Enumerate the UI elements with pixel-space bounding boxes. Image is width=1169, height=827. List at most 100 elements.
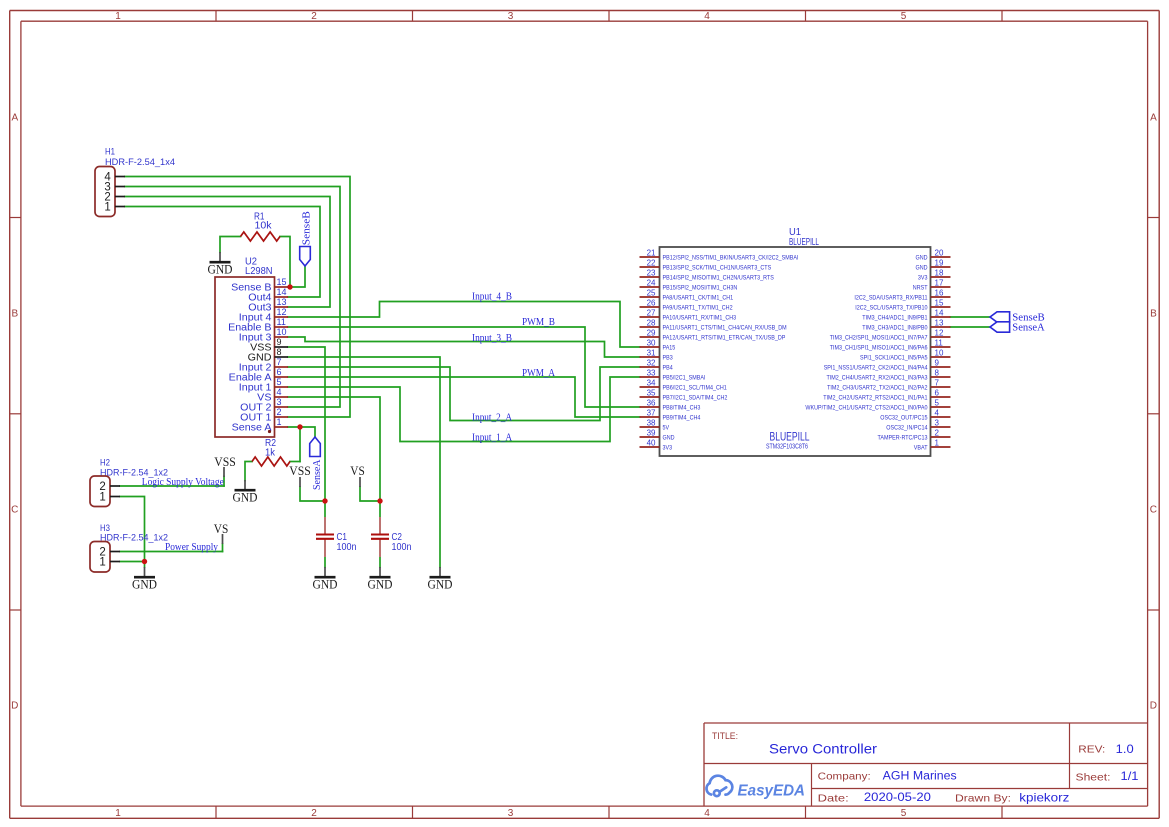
svg-text:Input_1_A: Input_1_A xyxy=(472,433,512,444)
svg-text:TIM3_CH1/SPI1_MISO1/ADC1_IN6/P: TIM3_CH1/SPI1_MISO1/ADC1_IN6/PA6 xyxy=(830,345,928,352)
svg-text:100n: 100n xyxy=(337,542,357,553)
svg-text:TIM2_CH4/USART2_RX2/ADC1_IN3/P: TIM2_CH4/USART2_RX2/ADC1_IN3/PA3 xyxy=(827,375,928,382)
svg-text:PA15: PA15 xyxy=(663,345,676,352)
svg-text:23: 23 xyxy=(647,269,656,278)
svg-text:10: 10 xyxy=(935,349,944,358)
svg-text:5: 5 xyxy=(277,377,282,387)
svg-text:kpiekorz: kpiekorz xyxy=(1019,791,1069,805)
svg-text:6: 6 xyxy=(277,367,282,377)
svg-text:SPI1_SCK1/ADC1_IN5/PA5: SPI1_SCK1/ADC1_IN5/PA5 xyxy=(860,355,928,362)
svg-text:GND: GND xyxy=(132,578,157,592)
svg-text:TIM3_CH3/ADC1_IN8/PB0: TIM3_CH3/ADC1_IN8/PB0 xyxy=(862,325,927,332)
svg-text:NRST: NRST xyxy=(913,285,928,292)
svg-text:BLUEPILL: BLUEPILL xyxy=(770,432,810,444)
svg-text:Logic Supply Voltage: Logic Supply Voltage xyxy=(142,476,224,488)
svg-text:PB13/SPI2_SCK/TIM1_CH1N/USART3: PB13/SPI2_SCK/TIM1_CH1N/USART3_CTS xyxy=(663,265,772,272)
svg-text:Input 4: Input 4 xyxy=(239,313,272,324)
svg-text:Out3: Out3 xyxy=(248,303,272,314)
svg-text:PB14/SPI2_MISO/TIM1_CH2N/USART: PB14/SPI2_MISO/TIM1_CH2N/USART3_RTS xyxy=(663,275,775,282)
svg-text:3: 3 xyxy=(935,419,940,428)
svg-text:Input 1: Input 1 xyxy=(239,383,272,394)
svg-text:4: 4 xyxy=(704,808,710,819)
svg-text:15: 15 xyxy=(935,299,944,308)
svg-text:PA11/USART1_CTS/TIM1_CH4/CAN_R: PA11/USART1_CTS/TIM1_CH4/CAN_RX/USB_DM xyxy=(663,325,787,332)
svg-text:GND: GND xyxy=(208,263,233,277)
svg-text:2: 2 xyxy=(99,547,105,559)
svg-text:20: 20 xyxy=(935,249,944,258)
svg-text:Sense B: Sense B xyxy=(231,283,272,294)
svg-text:Input 3: Input 3 xyxy=(239,333,272,344)
svg-text:I2C2_SDA/USART3_RX/PB11: I2C2_SDA/USART3_RX/PB11 xyxy=(854,295,927,302)
svg-text:PA9/USART1_TX/TIM1_CH2: PA9/USART1_TX/TIM1_CH2 xyxy=(663,305,733,312)
svg-text:18: 18 xyxy=(935,269,944,278)
svg-text:D: D xyxy=(11,701,18,712)
svg-text:VSS: VSS xyxy=(214,455,236,469)
svg-text:3: 3 xyxy=(277,397,282,407)
svg-text:12: 12 xyxy=(935,329,944,338)
svg-text:Enable A: Enable A xyxy=(229,373,272,384)
svg-text:34: 34 xyxy=(647,379,656,388)
svg-text:21: 21 xyxy=(647,249,656,258)
svg-text:9: 9 xyxy=(935,359,940,368)
svg-text:Input 2: Input 2 xyxy=(239,363,272,374)
svg-text:GND: GND xyxy=(916,255,928,262)
svg-text:I2C2_SCL/USART3_TX/PB10: I2C2_SCL/USART3_TX/PB10 xyxy=(855,305,927,312)
svg-text:2: 2 xyxy=(311,11,317,22)
svg-text:14: 14 xyxy=(277,287,287,297)
svg-text:SenseB: SenseB xyxy=(301,211,312,245)
svg-text:6: 6 xyxy=(935,389,940,398)
svg-text:Out4: Out4 xyxy=(248,293,272,304)
svg-text:1: 1 xyxy=(104,202,110,214)
svg-text:B: B xyxy=(11,309,18,320)
svg-text:24: 24 xyxy=(647,279,656,288)
svg-text:VS: VS xyxy=(214,522,229,536)
svg-text:Sheet:: Sheet: xyxy=(1076,773,1111,784)
svg-text:11: 11 xyxy=(277,317,286,327)
svg-text:PB3: PB3 xyxy=(663,355,673,362)
svg-text:R1: R1 xyxy=(254,212,265,223)
svg-text:SenseA: SenseA xyxy=(1012,323,1045,334)
svg-text:7: 7 xyxy=(277,357,282,367)
svg-text:2: 2 xyxy=(99,481,105,493)
svg-text:B: B xyxy=(1150,309,1157,320)
svg-text:GND: GND xyxy=(248,353,272,364)
svg-text:SenseB: SenseB xyxy=(1012,313,1044,324)
svg-text:Date:: Date: xyxy=(818,793,849,805)
svg-text:GND: GND xyxy=(916,265,928,272)
svg-text:1/1: 1/1 xyxy=(1121,769,1139,783)
svg-text:3: 3 xyxy=(508,808,514,819)
svg-text:C: C xyxy=(11,505,18,516)
svg-text:33: 33 xyxy=(647,369,656,378)
svg-text:8: 8 xyxy=(935,369,940,378)
svg-text:32: 32 xyxy=(647,359,656,368)
svg-text:22: 22 xyxy=(647,259,656,268)
svg-text:TITLE:: TITLE: xyxy=(712,731,738,742)
svg-text:OSC32_IN/PC14: OSC32_IN/PC14 xyxy=(886,425,927,432)
svg-text:17: 17 xyxy=(935,279,944,288)
svg-text:TIM3_CH2/SPI1_MOSI1/ADC1_IN7/P: TIM3_CH2/SPI1_MOSI1/ADC1_IN7/PA7 xyxy=(830,335,928,342)
svg-text:26: 26 xyxy=(647,299,656,308)
svg-text:100n: 100n xyxy=(392,542,412,553)
svg-text:PB12/SPI2_NSS/TIM1_BKIN/USART3: PB12/SPI2_NSS/TIM1_BKIN/USART3_CK/I2C2_S… xyxy=(663,255,799,262)
svg-text:SenseA: SenseA xyxy=(312,459,323,490)
svg-text:GND: GND xyxy=(368,578,393,592)
svg-text:Input_2_A: Input_2_A xyxy=(472,413,512,424)
svg-text:PWM_A: PWM_A xyxy=(522,368,555,379)
svg-text:HDR-F-2.54_1x2: HDR-F-2.54_1x2 xyxy=(100,533,168,544)
svg-text:40: 40 xyxy=(647,439,656,448)
svg-text:VBAT: VBAT xyxy=(914,445,928,452)
svg-text:EasyEDA: EasyEDA xyxy=(738,783,806,800)
svg-text:A: A xyxy=(1150,113,1157,124)
svg-text:5: 5 xyxy=(901,11,907,22)
svg-text:PB4: PB4 xyxy=(663,365,673,372)
svg-text:1: 1 xyxy=(115,11,121,22)
svg-text:GND: GND xyxy=(233,491,258,505)
svg-text:4: 4 xyxy=(935,409,940,418)
svg-text:PB8/TIM4_CH3: PB8/TIM4_CH3 xyxy=(663,405,701,412)
svg-text:31: 31 xyxy=(647,349,656,358)
svg-text:U2: U2 xyxy=(245,257,257,268)
svg-text:2020-05-20: 2020-05-20 xyxy=(864,790,931,804)
svg-text:3V3: 3V3 xyxy=(918,275,928,282)
svg-text:2: 2 xyxy=(935,429,940,438)
svg-text:PA8/USART1_CK/TIM1_CH1: PA8/USART1_CK/TIM1_CH1 xyxy=(663,295,734,302)
